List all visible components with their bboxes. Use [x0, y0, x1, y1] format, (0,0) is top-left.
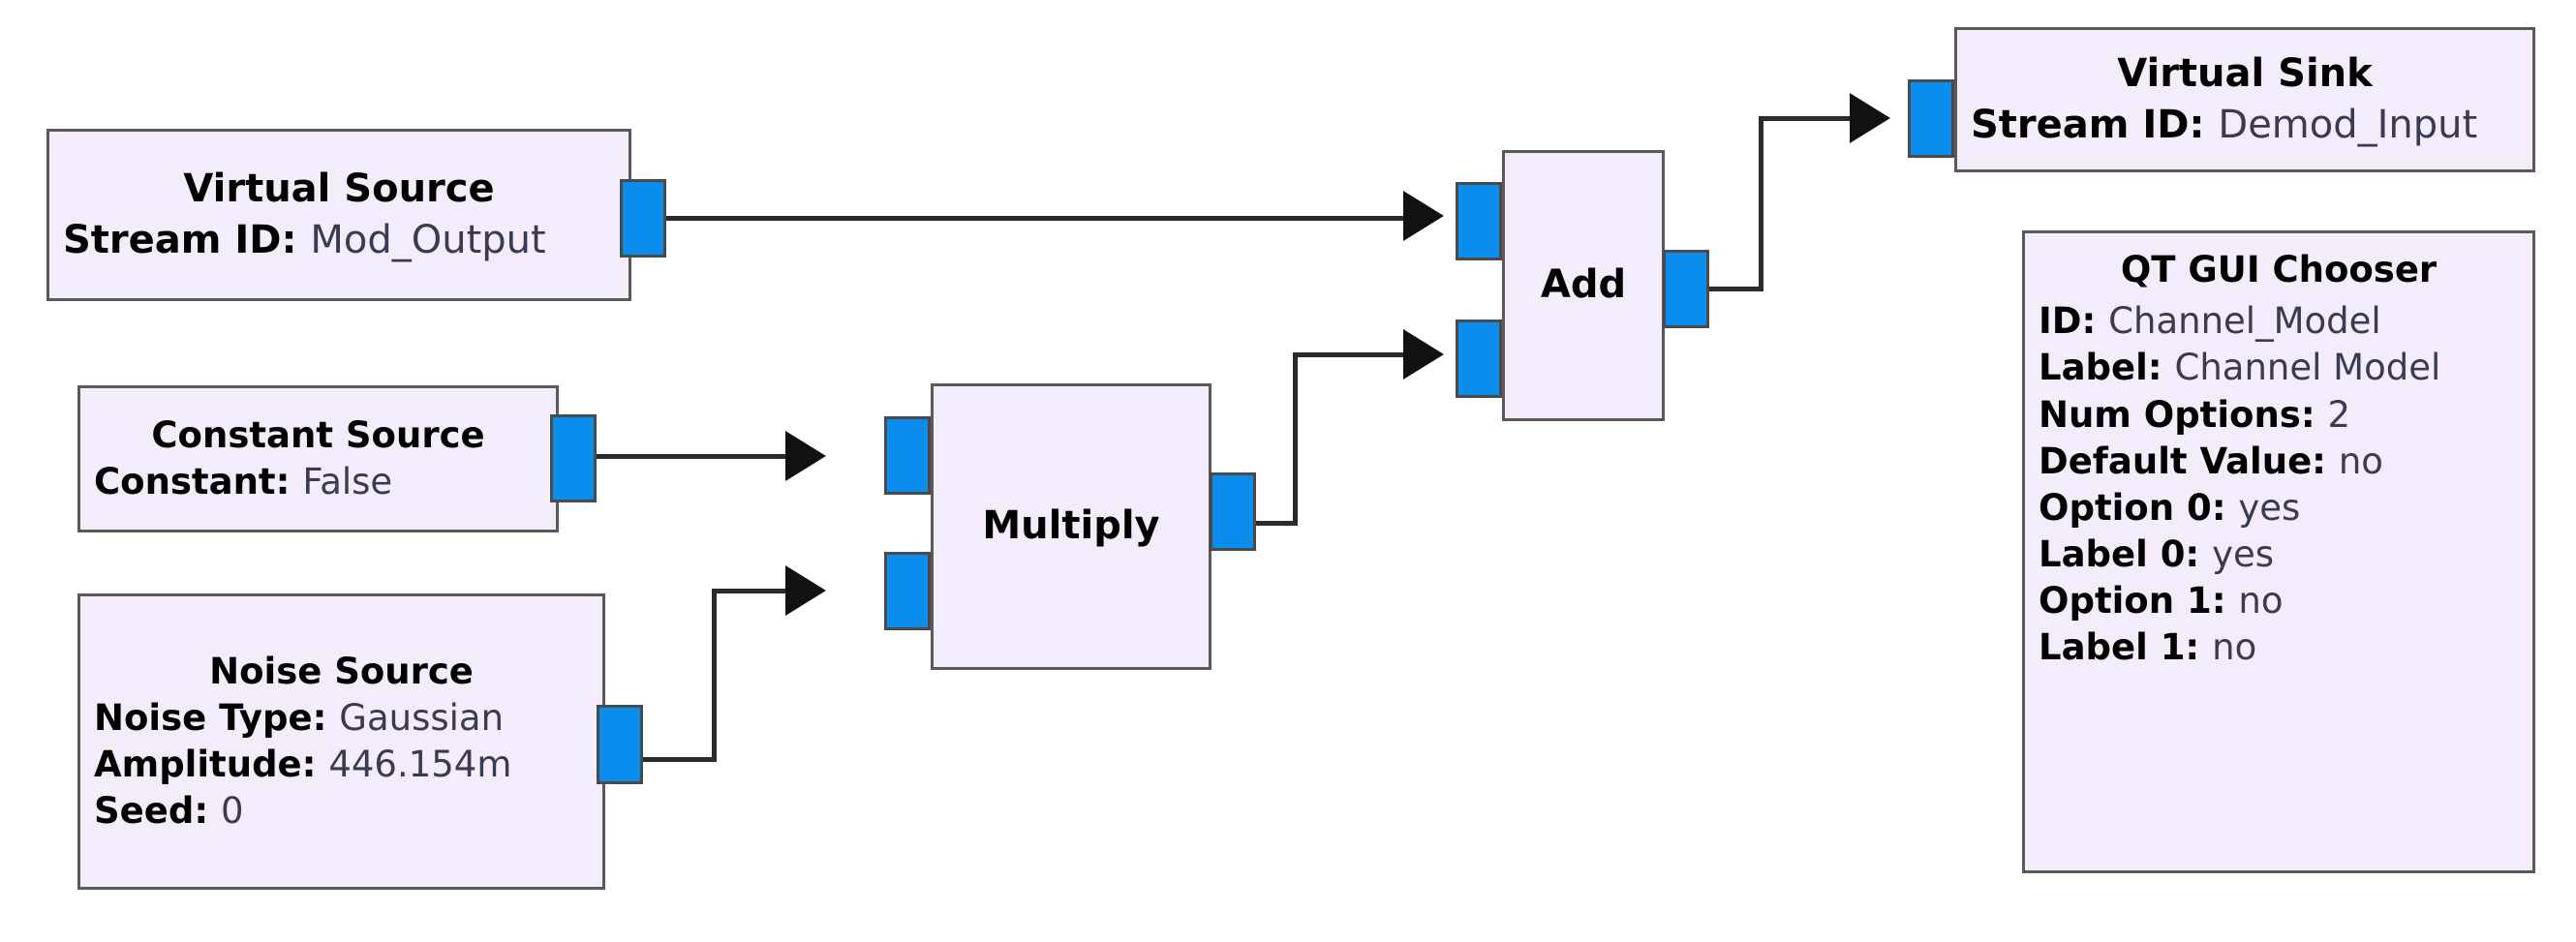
block-title: Add	[1540, 262, 1627, 308]
block-param-row: Seed: 0	[94, 788, 244, 835]
port-virtual-source-out0[interactable]	[620, 179, 666, 258]
block-add[interactable]: Add	[1502, 150, 1665, 421]
port-add-in0[interactable]	[1456, 182, 1502, 260]
block-title: Noise Source	[209, 651, 474, 693]
block-title: Constant Source	[151, 414, 485, 457]
param-value: Channel Model	[2174, 347, 2441, 389]
param-key: Noise Type:	[94, 696, 340, 739]
param-value: Mod_Output	[310, 217, 546, 262]
port-add-in1[interactable]	[1456, 319, 1502, 398]
block-noise-source[interactable]: Noise Source Noise Type: Gaussian Amplit…	[77, 593, 605, 890]
wire-noisesource-multiply-seg3	[712, 589, 785, 593]
param-key: Num Options:	[2039, 393, 2328, 436]
param-value: yes	[2212, 532, 2275, 575]
param-key: Stream ID:	[63, 217, 311, 262]
wire-noisesource-multiply-seg2	[712, 589, 717, 762]
block-param-row: ID: Channel_Model	[2039, 298, 2381, 345]
port-multiply-in0[interactable]	[884, 416, 931, 495]
block-param-row: Label: Channel Model	[2039, 345, 2440, 391]
param-value: 446.154m	[328, 743, 512, 785]
param-value: 0	[221, 789, 244, 832]
port-noise-source-out0[interactable]	[597, 705, 643, 784]
param-key: Stream ID:	[1971, 102, 2219, 147]
param-key: Constant:	[94, 460, 303, 502]
block-param-row: Constant: False	[94, 459, 392, 505]
block-param-row: Amplitude: 446.154m	[94, 742, 511, 788]
param-key: Seed:	[94, 789, 221, 832]
param-value: yes	[2238, 486, 2301, 529]
wire-add-virtualsink-seg2	[1759, 116, 1763, 291]
block-param-row: Label 0: yes	[2039, 532, 2274, 578]
param-value: False	[302, 460, 393, 502]
param-value: Demod_Input	[2218, 102, 2478, 147]
block-param-row: Option 1: no	[2039, 578, 2283, 624]
wire-multiply-add-seg3	[1293, 352, 1403, 357]
block-param-row: Num Options: 2	[2039, 392, 2350, 439]
block-title: Virtual Source	[183, 167, 495, 212]
param-key: Amplitude:	[94, 743, 329, 785]
arrowhead-add-in0	[1403, 191, 1444, 241]
wire-constantsource-multiply	[595, 454, 785, 459]
port-add-out0[interactable]	[1663, 250, 1709, 328]
param-key: Option 1:	[2039, 579, 2239, 622]
param-value: no	[2338, 440, 2383, 482]
block-param-row: Stream ID: Mod_Output	[63, 215, 546, 265]
param-value: 2	[2327, 393, 2351, 436]
wire-multiply-add-seg2	[1293, 352, 1298, 526]
port-multiply-out0[interactable]	[1210, 472, 1256, 551]
arrowhead-virtualsink-in0	[1850, 93, 1890, 143]
arrowhead-multiply-in0	[785, 431, 826, 481]
block-title: Multiply	[982, 503, 1160, 549]
block-param-row: Option 0: yes	[2039, 485, 2300, 532]
param-key: ID:	[2039, 300, 2109, 343]
block-title: Virtual Sink	[2117, 51, 2373, 97]
param-value: Gaussian	[339, 696, 505, 739]
block-title: QT GUI Chooser	[2120, 249, 2438, 290]
port-constant-source-out0[interactable]	[550, 414, 597, 502]
block-constant-source[interactable]: Constant Source Constant: False	[77, 385, 559, 532]
block-multiply[interactable]: Multiply	[931, 383, 1211, 670]
param-key: Default Value:	[2039, 440, 2339, 482]
port-virtual-sink-in0[interactable]	[1908, 79, 1954, 158]
wire-add-virtualsink-seg3	[1759, 116, 1850, 121]
wire-multiply-add-seg1	[1254, 521, 1298, 526]
block-param-row: Noise Type: Gaussian	[94, 695, 504, 742]
wire-add-virtualsink-seg1	[1707, 287, 1763, 291]
block-virtual-source[interactable]: Virtual Source Stream ID: Mod_Output	[46, 129, 631, 301]
wire-noisesource-multiply-seg1	[641, 757, 717, 762]
param-key: Option 0:	[2039, 486, 2239, 529]
param-value: no	[2212, 626, 2257, 669]
param-value: no	[2238, 579, 2284, 622]
wire-virtualsource-add	[664, 216, 1403, 221]
param-value: Channel_Model	[2108, 300, 2381, 343]
arrowhead-add-in1	[1403, 329, 1444, 380]
arrowhead-multiply-in1	[785, 565, 826, 616]
block-param-row: Label 1: no	[2039, 624, 2256, 671]
param-key: Label:	[2039, 347, 2175, 389]
param-key: Label 0:	[2039, 532, 2213, 575]
block-virtual-sink[interactable]: Virtual Sink Stream ID: Demod_Input	[1954, 27, 2535, 172]
param-key: Label 1:	[2039, 626, 2213, 669]
block-param-row: Default Value: no	[2039, 439, 2383, 485]
port-multiply-in1[interactable]	[884, 552, 931, 630]
block-qt-gui-chooser[interactable]: QT GUI Chooser ID: Channel_Model Label: …	[2022, 230, 2535, 873]
block-param-row: Stream ID: Demod_Input	[1971, 100, 2477, 150]
